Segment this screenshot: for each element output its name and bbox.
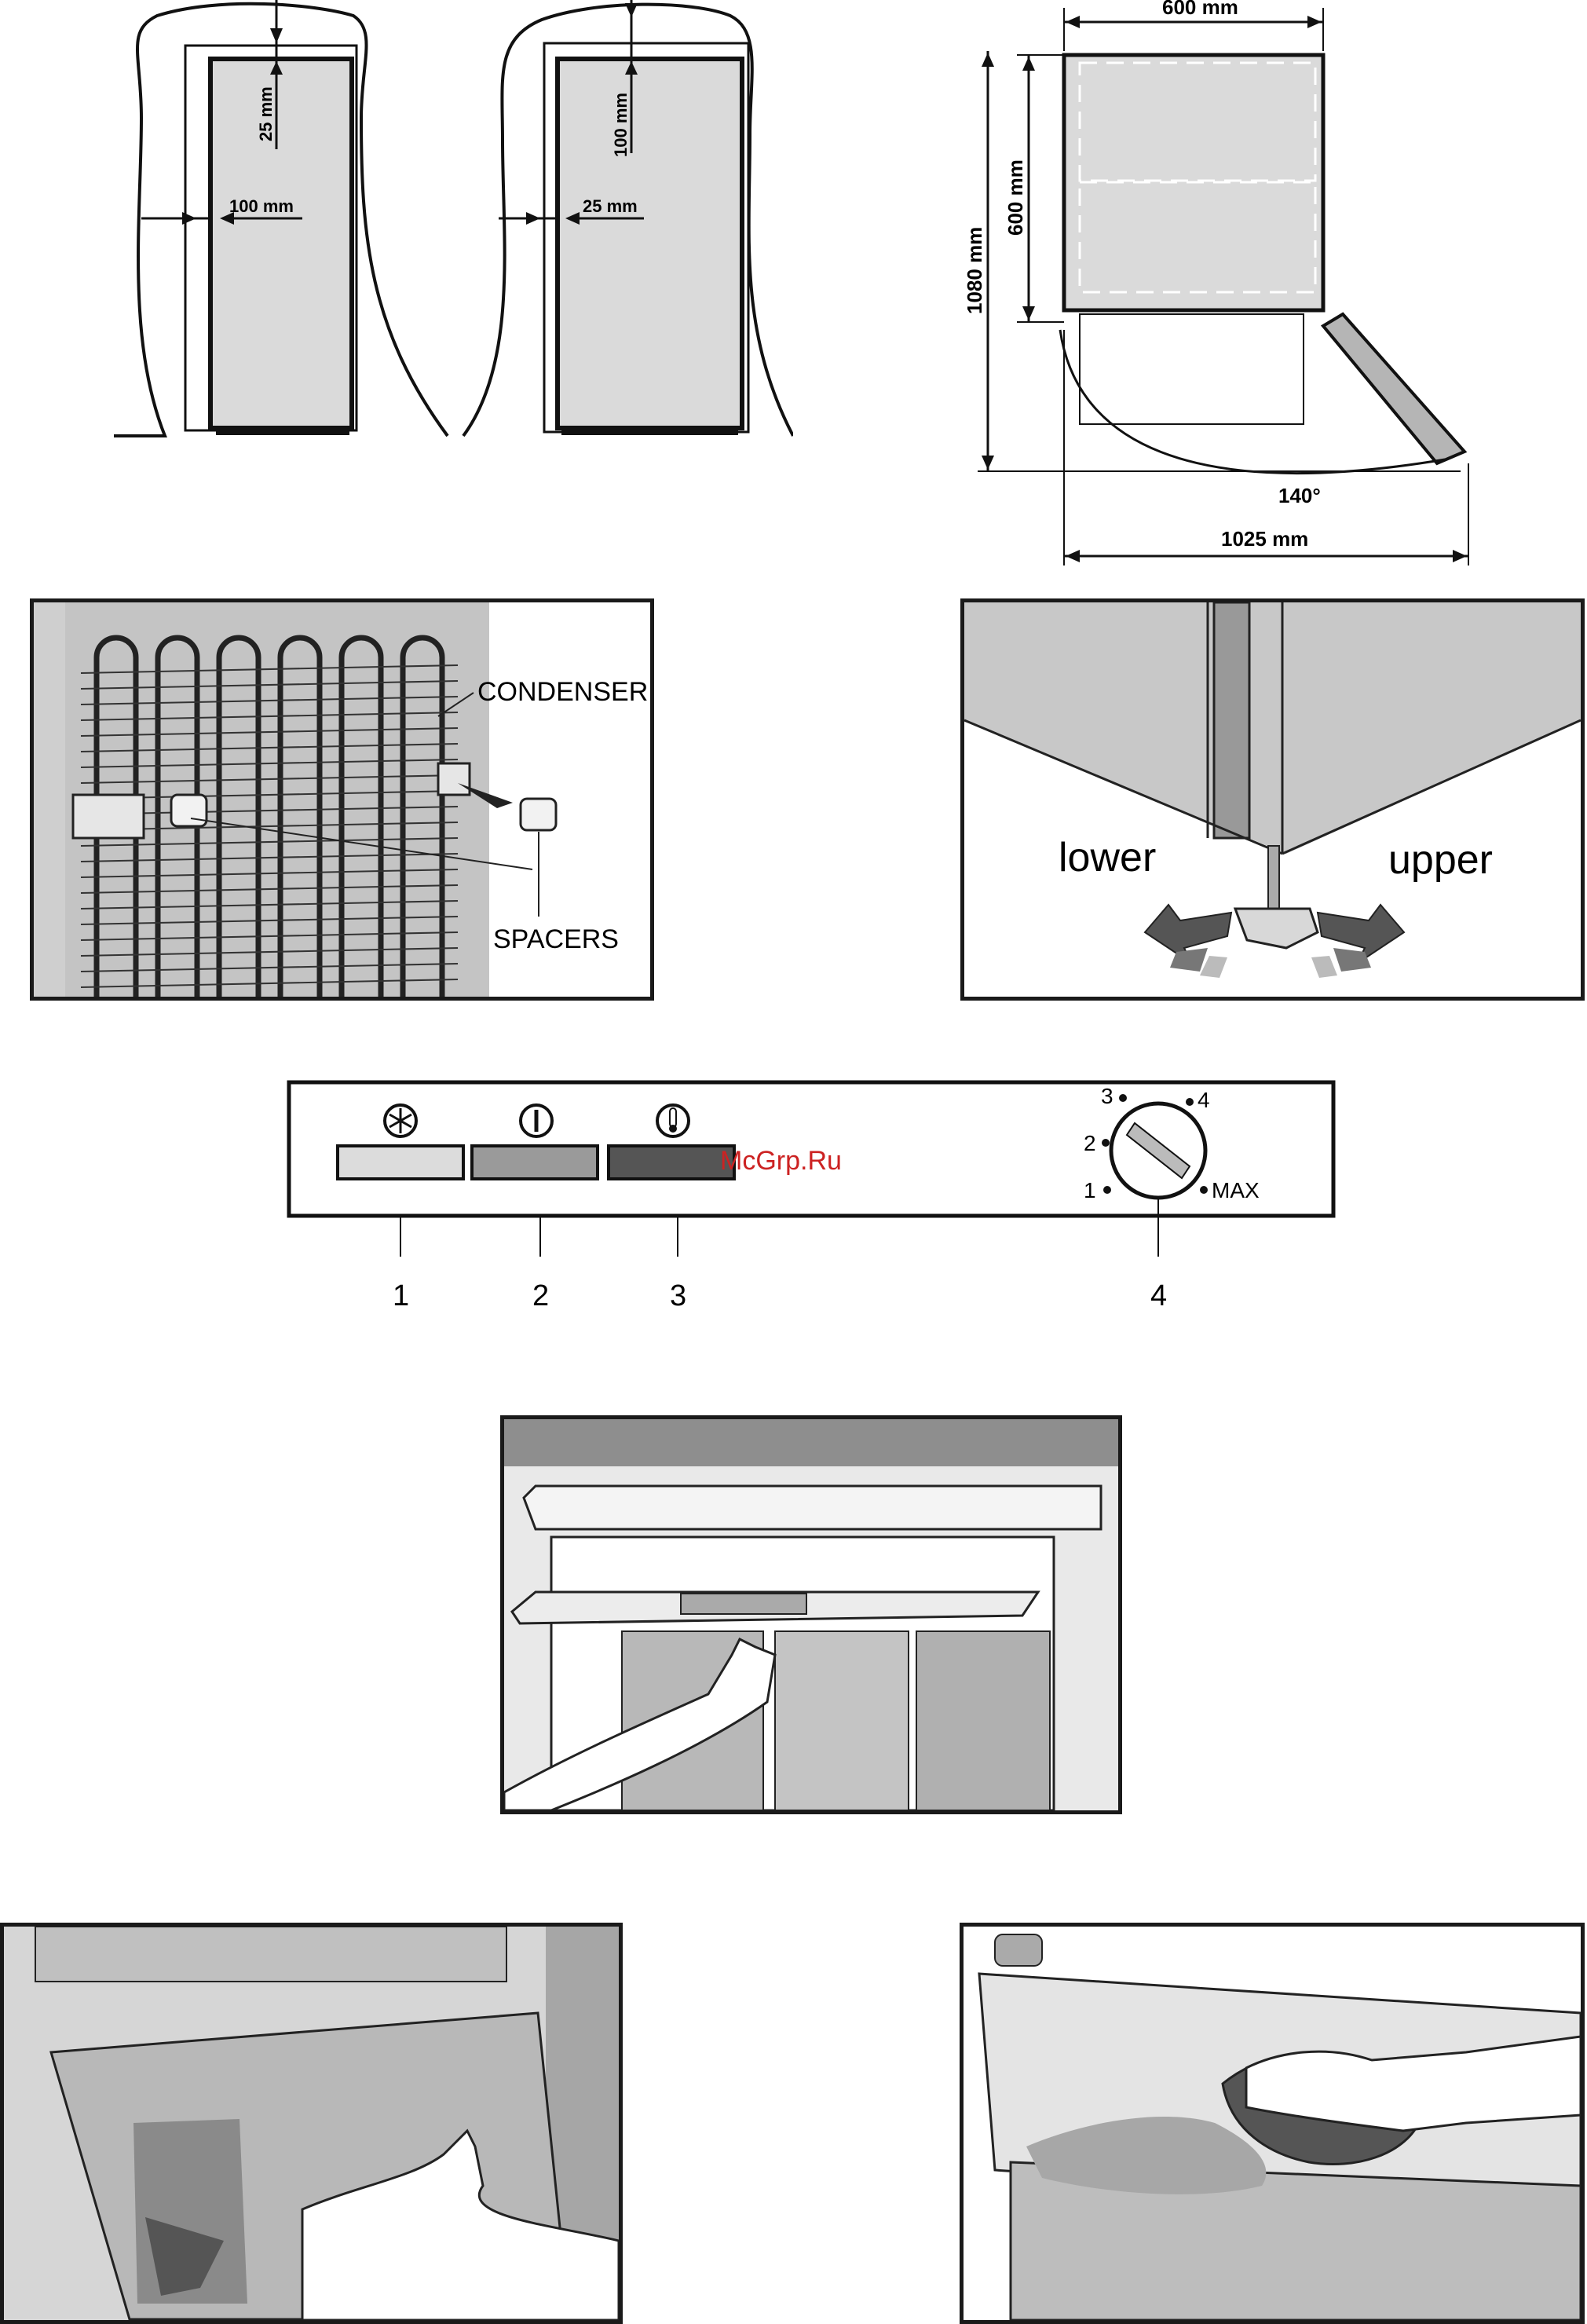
callout-2: 2 [532,1279,549,1312]
ice-tray-drawing [504,1419,1118,1810]
dial-mark-2: 2 [1084,1131,1096,1155]
thermostat-dial[interactable] [1111,1103,1205,1198]
dial-mark-3: 3 [1101,1084,1113,1108]
callout-4: 4 [1150,1279,1167,1312]
adjustable-feet-figure: lower upper [960,598,1585,1001]
depth-label: 600 mm [1004,159,1027,236]
dimensions-drawing: 600 mm 600 mm 1080 mm 140° 1025 mm [950,0,1492,573]
control-panel-drawing: McGrp.Ru 3 4 2 1 MAX 1 2 3 4 [287,1080,1343,1316]
condenser-label: CONDENSER [477,677,648,707]
condenser-figure: CONDENSER SPACERS [30,598,654,1001]
cleaning-figure [960,1923,1585,2324]
adjustable-feet-drawing: lower upper [964,602,1581,997]
width-label: 600 mm [1162,0,1238,19]
door-angle-label: 140° [1278,484,1321,507]
watermark: McGrp.Ru [720,1146,842,1176]
control-panel-figure: McGrp.Ru 3 4 2 1 MAX 1 2 3 4 [287,1080,1343,1316]
dial-mark-4: 4 [1198,1088,1210,1112]
callout-1: 1 [393,1279,409,1312]
freeze-indicator [338,1146,463,1179]
upper-label: upper [1388,837,1493,883]
callout-3: 3 [670,1279,686,1312]
power-indicator [472,1146,598,1179]
cleaning-drawing [964,1927,1581,2320]
open-depth-label: 1025 mm [1221,527,1308,551]
wall-side-gap-label: 25 mm [583,196,638,216]
dial-mark-1: 1 [1084,1178,1096,1202]
condenser-drawing: CONDENSER SPACERS [34,602,650,997]
lower-label: lower [1059,835,1156,880]
wall-top-gap-label: 100 mm [611,93,631,157]
dimensions-figure: 600 mm 600 mm 1080 mm 140° 1025 mm [950,0,1492,573]
side-side-gap-label: 100 mm [229,196,294,216]
clearance-figure: 25 mm 100 mm 100 mm 25 mm [110,0,793,448]
alarm-indicator [609,1146,734,1179]
side-top-gap-label: 25 mm [256,86,276,141]
drawer-drawing [4,1927,619,2320]
drawer-figure [0,1923,623,2324]
dial-mark-max: MAX [1212,1178,1260,1202]
height-label: 1080 mm [963,227,986,314]
clearance-drawing: 25 mm 100 mm 100 mm 25 mm [110,0,793,448]
spacers-label: SPACERS [493,924,619,954]
ice-tray-figure [500,1415,1122,1814]
